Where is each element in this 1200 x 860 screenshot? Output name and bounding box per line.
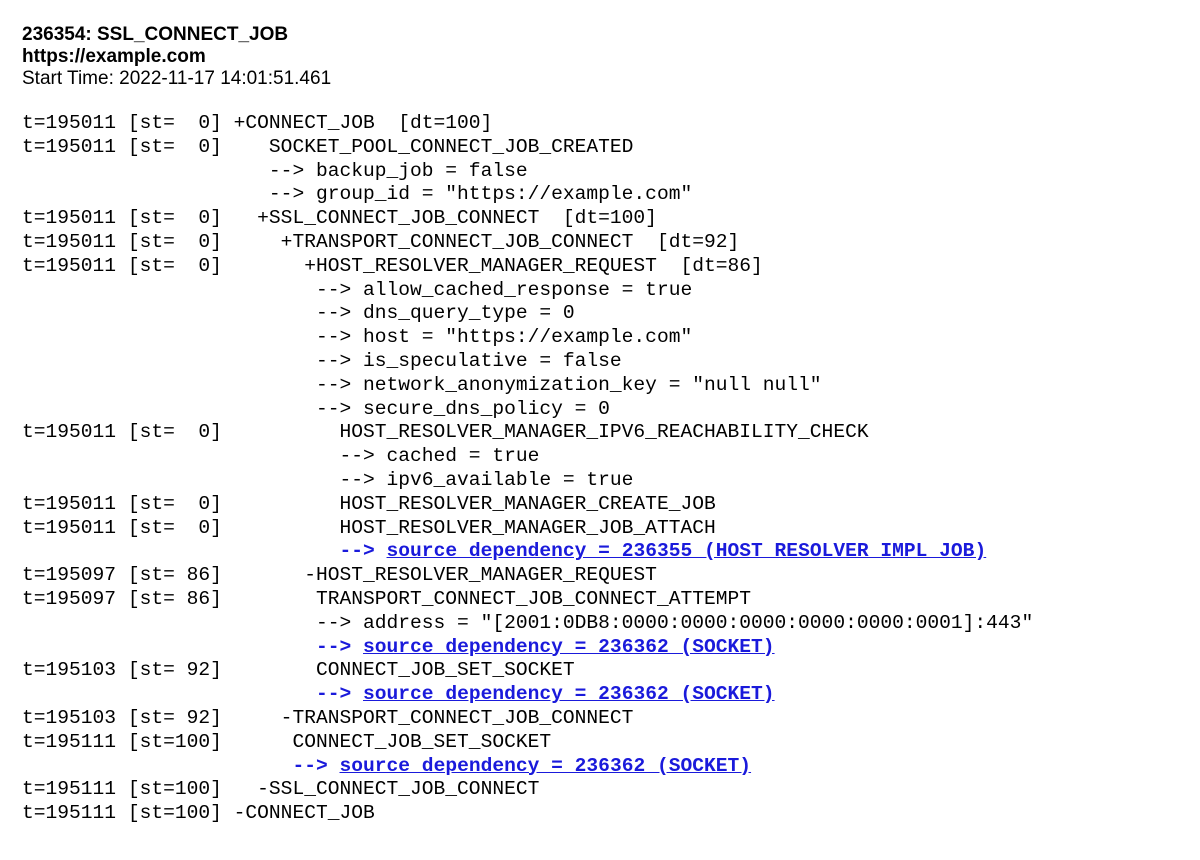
source-dependency-link[interactable]: --> source_dependency = 236362 (SOCKET) <box>22 755 1033 779</box>
dependency-arrow: --> <box>315 683 364 706</box>
log-event-line: t=195111 [st=100] CONNECT_JOB_SET_SOCKET <box>22 730 552 753</box>
indent <box>22 540 339 562</box>
log-event-line: t=195011 [st= 0] +TRANSPORT_CONNECT_JOB_… <box>22 230 740 253</box>
dependency-link-text[interactable]: source_dependency = 236355 (HOST_RESOLVE… <box>386 540 987 563</box>
log-param-line: --> host = "https://example.com" <box>22 326 693 349</box>
dependency-link-text[interactable]: source_dependency = 236362 (SOCKET) <box>363 683 775 706</box>
source-url: https://example.com <box>22 46 206 67</box>
log-event-line: t=195011 [st= 0] +HOST_RESOLVER_MANAGER_… <box>22 254 763 277</box>
indent <box>22 636 316 658</box>
log-event-line: t=195011 [st= 0] HOST_RESOLVER_MANAGER_I… <box>22 421 869 444</box>
indent <box>22 683 316 705</box>
indent <box>22 755 292 777</box>
log-event-line: t=195103 [st= 92] -TRANSPORT_CONNECT_JOB… <box>22 706 634 729</box>
log-event-line: t=195011 [st= 0] HOST_RESOLVER_MANAGER_J… <box>22 516 716 539</box>
dependency-arrow: --> <box>292 754 340 777</box>
event-log: t=195011 [st= 0] +CONNECT_JOB [dt=100]t=… <box>22 112 1033 826</box>
source-dependency-link[interactable]: --> source_dependency = 236362 (SOCKET) <box>22 683 1033 707</box>
dependency-arrow: --> <box>339 540 387 563</box>
log-param-line: --> backup_job = false <box>22 159 528 182</box>
log-param-line: --> allow_cached_response = true <box>22 278 693 301</box>
log-event-line: t=195011 [st= 0] +CONNECT_JOB [dt=100] <box>22 112 493 134</box>
log-event-line: t=195097 [st= 86] -HOST_RESOLVER_MANAGER… <box>22 564 657 587</box>
source-dependency-link[interactable]: --> source_dependency = 236362 (SOCKET) <box>22 636 1033 660</box>
log-param-line: --> secure_dns_policy = 0 <box>22 397 610 420</box>
dependency-link-text[interactable]: source_dependency = 236362 (SOCKET) <box>363 635 775 658</box>
start-time: Start Time: 2022-11-17 14:01:51.461 <box>22 68 332 89</box>
log-event-line: t=195103 [st= 92] CONNECT_JOB_SET_SOCKET <box>22 659 575 682</box>
log-event-line: t=195011 [st= 0] HOST_RESOLVER_MANAGER_C… <box>22 492 716 515</box>
source-dependency-link[interactable]: --> source_dependency = 236355 (HOST_RES… <box>22 540 1033 564</box>
log-event-line: t=195011 [st= 0] +SSL_CONNECT_JOB_CONNEC… <box>22 207 657 230</box>
source-title: 236354: SSL_CONNECT_JOB <box>22 24 289 45</box>
log-param-line: --> is_speculative = false <box>22 349 622 372</box>
log-param-line: --> group_id = "https://example.com" <box>22 183 693 206</box>
log-param-line: --> cached = true <box>22 445 540 468</box>
log-param-line: --> ipv6_available = true <box>22 468 634 491</box>
dependency-link-text[interactable]: source_dependency = 236362 (SOCKET) <box>339 754 752 777</box>
dependency-arrow: --> <box>315 635 364 658</box>
log-event-line: t=195097 [st= 86] TRANSPORT_CONNECT_JOB_… <box>22 587 752 610</box>
log-event-line: t=195111 [st=100] -CONNECT_JOB <box>22 802 375 825</box>
log-event-line: t=195111 [st=100] -SSL_CONNECT_JOB_CONNE… <box>22 778 540 801</box>
log-event-line: t=195011 [st= 0] SOCKET_POOL_CONNECT_JOB… <box>22 135 634 158</box>
log-header: 236354: SSL_CONNECT_JOB https://example.… <box>22 24 331 90</box>
log-param-line: --> address = "[2001:0DB8:0000:0000:0000… <box>22 611 1034 634</box>
log-param-line: --> network_anonymization_key = "null nu… <box>22 373 822 396</box>
log-param-line: --> dns_query_type = 0 <box>22 302 575 325</box>
